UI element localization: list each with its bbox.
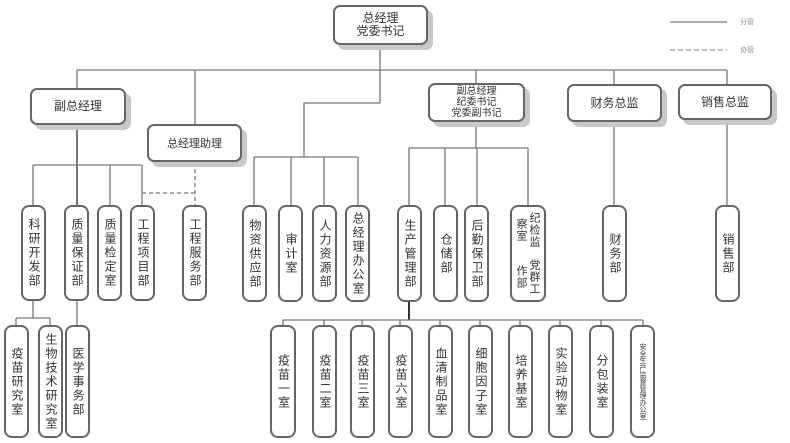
node-deputy-gm-discipline[interactable]: 副总经理 纪委书记 党委副书记: [428, 83, 525, 122]
node-gm-office[interactable]: 总经理办公室: [345, 205, 370, 302]
node-rnd[interactable]: 科研开发部: [21, 205, 46, 301]
legend-solid-label: 分管: [740, 18, 754, 26]
node-cytokine[interactable]: 细胞因子室: [468, 325, 493, 438]
node-warehouse[interactable]: 仓储部: [433, 205, 458, 302]
node-vaccine-6[interactable]: 疫苗六室: [388, 325, 413, 438]
node-production[interactable]: 生产管理部: [397, 205, 422, 302]
node-sales-director[interactable]: 销售总监: [678, 84, 772, 120]
node-logistics[interactable]: 后勤保卫部: [464, 205, 489, 302]
node-gm-assistant[interactable]: 总经理助理: [147, 124, 242, 162]
label-party-work: 党群工作部: [515, 258, 541, 295]
node-audit[interactable]: 审计室: [278, 205, 303, 302]
node-vaccine-2[interactable]: 疫苗二室: [312, 325, 337, 438]
node-medium[interactable]: 培养基室: [508, 325, 533, 438]
node-supply[interactable]: 物资供应部: [242, 205, 267, 302]
node-engineering-service[interactable]: 工程服务部: [182, 205, 207, 301]
node-packaging[interactable]: 分包装室: [589, 325, 614, 438]
node-engineering-project[interactable]: 工程项目部: [130, 205, 155, 301]
node-safety-office[interactable]: 安全生产监督管理办公室: [630, 325, 655, 438]
node-hr[interactable]: 人力资源部: [312, 205, 337, 302]
label-discipline: 纪检监察室: [515, 212, 541, 249]
legend-dashed-label: 协管: [740, 46, 754, 54]
node-biotech-research[interactable]: 生物技术研究室: [38, 325, 63, 438]
node-animal[interactable]: 实验动物室: [548, 325, 573, 438]
node-vaccine-1[interactable]: 疫苗一室: [270, 325, 296, 438]
node-general-manager[interactable]: 总经理 党委书记: [333, 5, 428, 45]
node-qc[interactable]: 质量检定室: [97, 205, 122, 301]
node-vaccine-3[interactable]: 疫苗三室: [350, 325, 375, 438]
node-sales[interactable]: 销售部: [715, 205, 740, 302]
node-finance[interactable]: 财务部: [602, 205, 627, 302]
node-qa[interactable]: 质量保证部: [64, 205, 89, 301]
node-party-discipline[interactable]: 纪检监察室 党群工作部: [510, 205, 546, 302]
node-cfo[interactable]: 财务总监: [567, 84, 662, 122]
node-vaccine-research[interactable]: 疫苗研究室: [4, 325, 29, 438]
node-serum[interactable]: 血清制品室: [428, 325, 453, 438]
node-deputy-gm[interactable]: 副总经理: [30, 88, 126, 125]
node-medical-affairs[interactable]: 医学事务部: [65, 325, 90, 438]
